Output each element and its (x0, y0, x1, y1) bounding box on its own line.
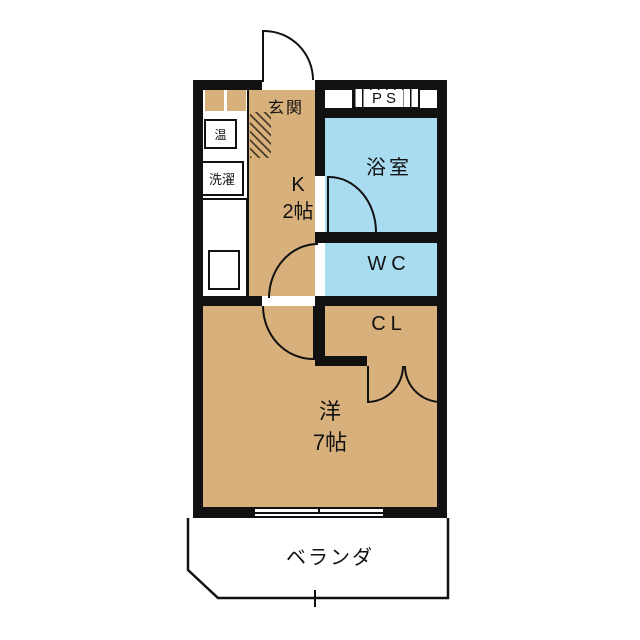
wall-segment (315, 90, 325, 176)
closet-door-leaf (439, 366, 441, 403)
window-sash-tick (318, 509, 320, 514)
genkan-label: 玄関 (267, 100, 304, 117)
wall-segment (383, 507, 447, 518)
wall-segment (315, 232, 447, 243)
western-room-label: 洋 7帖 (270, 396, 390, 458)
western-room-size: 7帖 (312, 430, 348, 455)
western-room-name: 洋 (318, 399, 341, 424)
wall-segment (193, 507, 255, 518)
wc-label: WC (367, 253, 411, 275)
bath-door-leaf (327, 176, 329, 232)
wall-segment (193, 80, 262, 90)
kitchen-size: 2帖 (282, 201, 314, 223)
wall-segment (315, 80, 447, 90)
wall-segment (315, 296, 325, 366)
wc-floor (325, 243, 437, 296)
shoe-cabinet (227, 90, 246, 111)
bath-label: 浴室 (366, 157, 412, 179)
balcony-rail (186, 518, 450, 600)
genkan-step-hatch (250, 112, 271, 158)
wall-segment (193, 296, 262, 306)
water-heater: 温 (204, 119, 237, 149)
balcony-window (255, 507, 383, 518)
pipe-space: PS (352, 87, 420, 109)
water-heater-label: 温 (214, 127, 227, 142)
room-door-leaf (313, 306, 315, 360)
ps-label: PS (368, 89, 403, 107)
wall-segment (441, 356, 447, 366)
veranda-label: ベランダ (286, 547, 374, 569)
shoe-cabinet (205, 90, 224, 111)
wall-segment (315, 356, 367, 366)
wall-segment (315, 108, 447, 118)
kitchen-name: K (291, 174, 305, 196)
wall-segment (315, 296, 447, 306)
kitchen-sink (208, 250, 240, 290)
closet-label: CL (371, 313, 407, 335)
laundry-label: 洗濯 (208, 172, 235, 187)
entrance-door-leaf (262, 30, 264, 82)
partition-line (247, 90, 249, 296)
kitchen-label: K 2帖 (268, 172, 328, 226)
